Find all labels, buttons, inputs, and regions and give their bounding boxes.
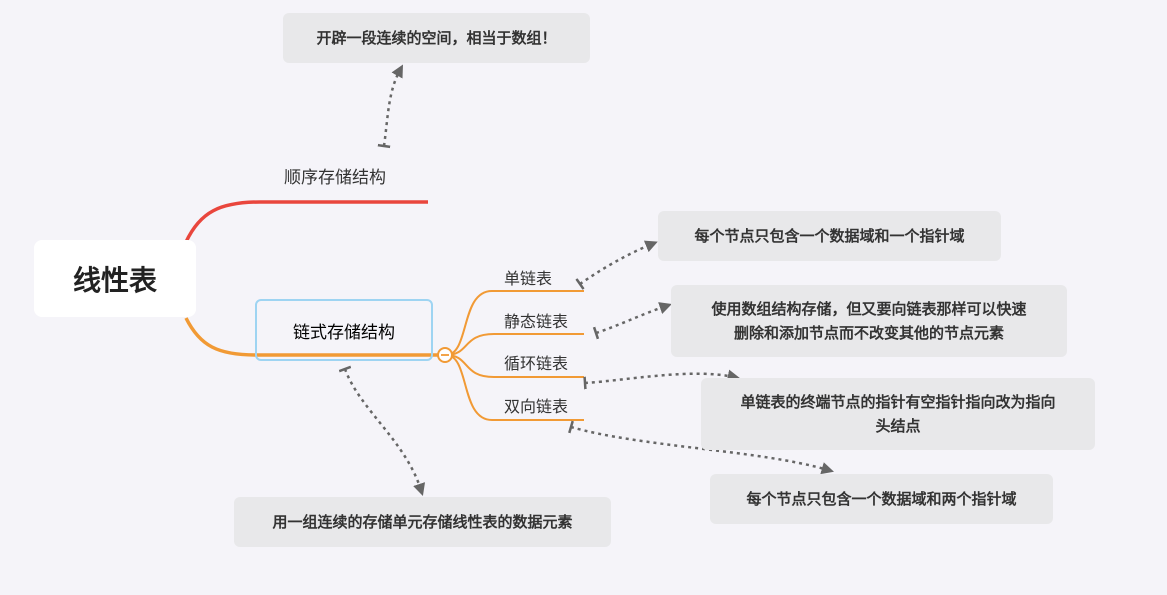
- sub-node-double[interactable]: 双向链表: [504, 393, 568, 417]
- sub-label-static: 静态链表: [504, 312, 569, 331]
- note-sequential-text: 开辟一段连续的空间，相当于数组！: [316, 29, 557, 47]
- connector-linked-note: [338, 365, 426, 496]
- note-static-line1: 使用数组结构存储，但又要向链表那样可以快速: [711, 300, 1027, 318]
- sub-line-double: [445, 354, 584, 421]
- sub-node-static[interactable]: 静态链表: [504, 308, 568, 332]
- branch-line-linked: [184, 317, 440, 357]
- note-circular[interactable]: 单链表的终端节点的指针有空指针指向改为指向 头结点: [701, 378, 1095, 450]
- note-linked[interactable]: 用一组连续的存储单元存储线性表的数据元素: [234, 497, 611, 547]
- sub-label-circular: 循环链表: [504, 354, 569, 373]
- sub-label-single: 单链表: [504, 269, 553, 288]
- note-sequential[interactable]: 开辟一段连续的空间，相当于数组！: [283, 13, 590, 63]
- sub-node-single[interactable]: 单链表: [504, 265, 552, 289]
- branch-label-sequential: 顺序存储结构: [284, 168, 386, 188]
- note-single-text: 每个节点只包含一个数据域和一个指针域: [694, 227, 965, 245]
- note-static-line2: 删除和添加节点而不改变其他的节点元素: [733, 324, 1004, 342]
- connector-double-note: [568, 420, 834, 475]
- note-linked-text: 用一组连续的存储单元存储线性表的数据元素: [272, 513, 573, 531]
- connector-sequential-note: [377, 64, 403, 149]
- note-circular-line2: 头结点: [875, 417, 921, 435]
- note-double[interactable]: 每个节点只包含一个数据域和两个指针域: [710, 474, 1053, 524]
- note-double-text: 每个节点只包含一个数据域和两个指针域: [746, 490, 1017, 508]
- note-single[interactable]: 每个节点只包含一个数据域和一个指针域: [658, 211, 1001, 261]
- note-static[interactable]: 使用数组结构存储，但又要向链表那样可以快速 删除和添加节点而不改变其他的节点元素: [671, 285, 1067, 357]
- note-circular-line1: 单链表的终端节点的指针有空指针指向改为指向: [740, 393, 1056, 411]
- root-node[interactable]: 线性表: [34, 240, 196, 317]
- root-label: 线性表: [72, 263, 157, 297]
- connector-static-note: [592, 302, 672, 340]
- branch-node-linked[interactable]: 链式存储结构: [255, 299, 433, 361]
- branch-node-sequential[interactable]: 顺序存储结构: [284, 163, 386, 188]
- branch-label-linked: 链式存储结构: [293, 322, 395, 343]
- sub-node-circular[interactable]: 循环链表: [504, 350, 568, 374]
- branch-line-sequential: [184, 200, 428, 243]
- connector-single-note: [575, 240, 658, 290]
- sub-label-double: 双向链表: [504, 397, 569, 416]
- sub-line-single: [445, 290, 584, 356]
- connector-circular-note: [583, 369, 741, 390]
